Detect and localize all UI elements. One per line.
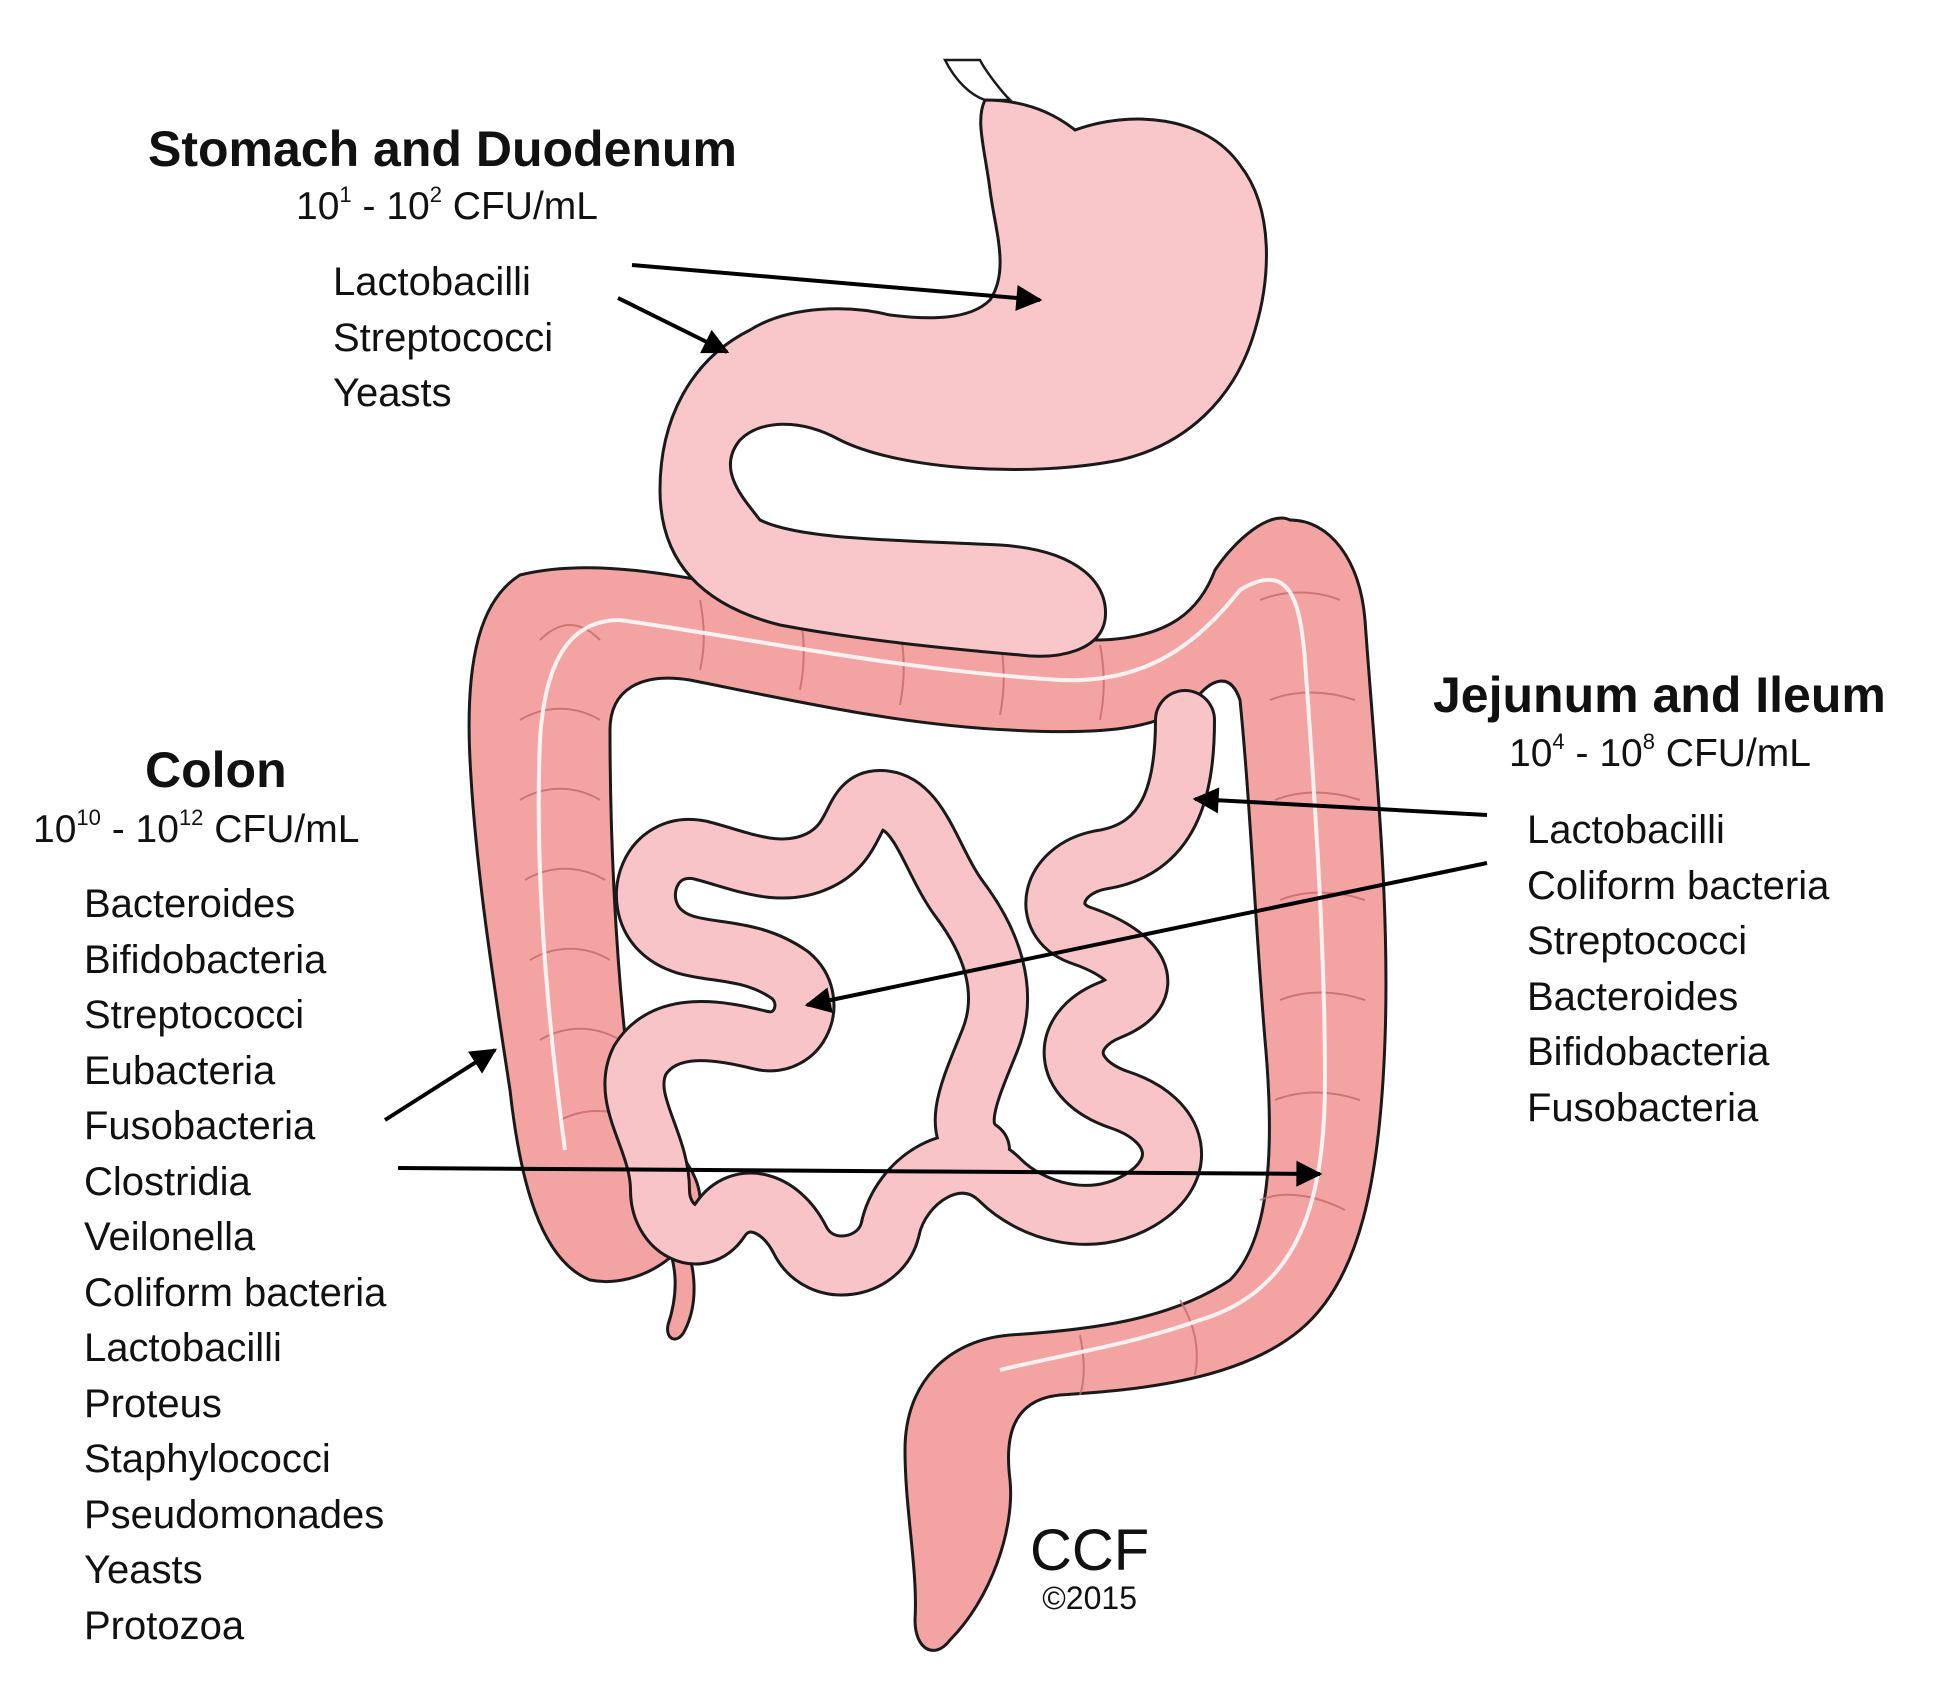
count-base: 10 xyxy=(33,808,77,851)
count-exponent: 12 xyxy=(178,805,204,830)
organism: Lactobacilli xyxy=(1527,808,1725,852)
stomach-title: Stomach and Duodenum xyxy=(148,121,737,177)
organism: Streptococci xyxy=(333,315,554,360)
arrow-jejunum xyxy=(1192,787,1488,817)
colon-taenia xyxy=(536,577,1328,1372)
stomach-body xyxy=(658,98,1268,658)
organism: Pseudomonades xyxy=(84,1492,385,1537)
count-base: 10 xyxy=(1509,732,1553,775)
organism: Veilonella xyxy=(84,1215,256,1259)
colon-organism-list: Bacteroides Bifidobacteria Streptococci … xyxy=(84,877,386,1654)
arrow-colon-descending xyxy=(397,1160,1323,1187)
organism: Bifidobacteria xyxy=(1527,1030,1770,1074)
organism: Coliform bacteria xyxy=(84,1270,387,1315)
stomach-cfu-count: 101 - 102 CFU/mL xyxy=(296,184,598,228)
arrow-colon-ascending xyxy=(383,1048,497,1122)
stomach-illustration xyxy=(658,58,1268,658)
organism: Yeasts xyxy=(333,371,452,415)
jejunum-cfu-count: 104 - 108 CFU/mL xyxy=(1509,731,1811,775)
count-unit: CFU/mL xyxy=(441,185,598,228)
count-base: 10 xyxy=(135,808,179,851)
credit-block: CCF ©2015 xyxy=(1030,1518,1150,1616)
organism: Streptococci xyxy=(84,993,305,1037)
count-exponent: 10 xyxy=(76,805,101,830)
count-separator: - xyxy=(351,185,387,228)
organism: Fusobacteria xyxy=(1527,1085,1759,1130)
count-exponent: 4 xyxy=(1552,729,1565,754)
arrow-stomach xyxy=(631,263,1043,311)
organism: Lactobacilli xyxy=(84,1326,282,1370)
organism: Streptococci xyxy=(1527,919,1748,963)
count-unit: CFU/mL xyxy=(203,808,360,851)
esophagus xyxy=(942,58,1014,102)
arrow-duodenum xyxy=(617,296,730,354)
organism: Bacteroides xyxy=(84,882,296,926)
organism: Proteus xyxy=(84,1381,222,1426)
colon-haustra xyxy=(519,591,1366,1396)
count-exponent: 8 xyxy=(1642,729,1655,754)
organism: Bacteroides xyxy=(1527,974,1739,1019)
jejunum-organism-list: Lactobacilli Coliform bacteria Streptoco… xyxy=(1527,803,1829,1136)
count-separator: - xyxy=(1564,732,1600,775)
organism: Yeasts xyxy=(84,1548,203,1592)
count-exponent: 2 xyxy=(429,182,442,207)
small-intestine-illustration xyxy=(603,689,1216,1297)
organism: Eubacteria xyxy=(84,1048,276,1093)
small-intestine-fill xyxy=(606,692,1213,1294)
organism: Staphylococci xyxy=(84,1437,331,1481)
copyright-year: ©2015 xyxy=(1042,1580,1137,1616)
jejunum-title: Jejunum and Ileum xyxy=(1433,667,1886,723)
arrow-ileum xyxy=(804,861,1488,1013)
colon-title: Colon xyxy=(145,742,287,798)
count-base: 10 xyxy=(386,185,430,228)
count-separator: - xyxy=(100,808,136,851)
stomach-organism-list: Lactobacilli Streptococci Yeasts xyxy=(333,255,553,422)
organism: Clostridia xyxy=(84,1159,251,1204)
count-exponent: 1 xyxy=(339,182,352,207)
colon-cfu-count: 1010 - 1012 CFU/mL xyxy=(33,807,360,851)
organism: Coliform bacteria xyxy=(1527,863,1830,908)
organism: Bifidobacteria xyxy=(84,937,327,982)
colon-illustration xyxy=(467,516,1388,1652)
organism: Protozoa xyxy=(84,1603,245,1648)
pointer-arrows xyxy=(383,263,1488,1187)
organism: Lactobacilli xyxy=(333,260,531,304)
count-unit: CFU/mL xyxy=(1654,732,1811,775)
ccf-mark: CCF xyxy=(1030,1518,1150,1583)
count-base: 10 xyxy=(1599,732,1643,775)
count-base: 10 xyxy=(296,185,340,228)
organism: Fusobacteria xyxy=(84,1104,316,1148)
